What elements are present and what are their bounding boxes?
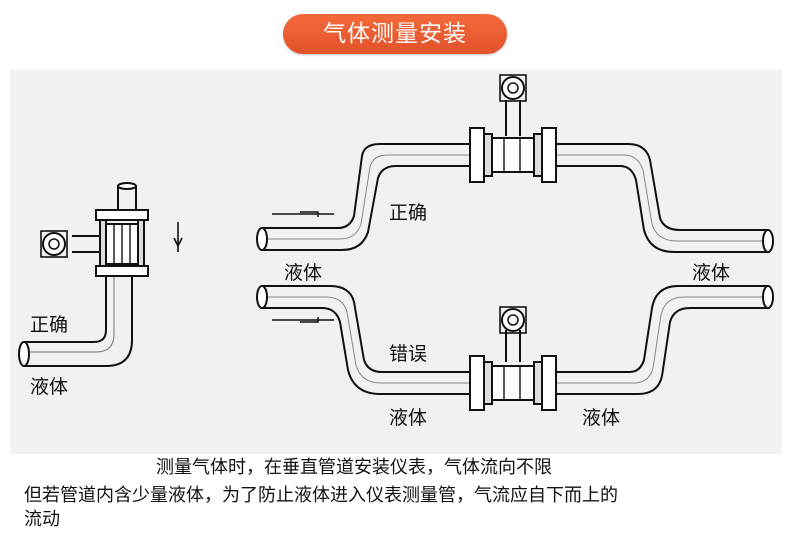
- label-bottom-liquid-left: 液体: [389, 407, 428, 429]
- upper-pipe: [256, 143, 774, 253]
- section-title: 气体测量安装: [283, 14, 507, 54]
- label-top-liquid-right: 液体: [692, 262, 731, 284]
- vertical-pipe: [18, 182, 137, 367]
- label-bottom-liquid-right: 液体: [582, 407, 621, 429]
- lower-pipe: [256, 285, 774, 395]
- lower-meter: [469, 306, 557, 411]
- note-line-2: 但若管道内含少量液体，为了防止液体进入仪表测量管，气流应自下而上的: [24, 485, 618, 506]
- note-line-3: 流动: [24, 509, 60, 530]
- label-left-liquid: 液体: [30, 376, 69, 398]
- label-bottom-wrong: 错误: [389, 343, 428, 365]
- label-top-liquid-left: 液体: [284, 262, 323, 284]
- flow-marker-vertical: [173, 222, 183, 252]
- label-top-correct: 正确: [389, 202, 428, 224]
- label-left-correct: 正确: [30, 314, 69, 336]
- note-line-1: 测量气体时，在垂直管道安装仪表，气体流向不限: [156, 457, 552, 478]
- vertical-meter: [40, 209, 149, 277]
- upper-meter: [469, 74, 557, 183]
